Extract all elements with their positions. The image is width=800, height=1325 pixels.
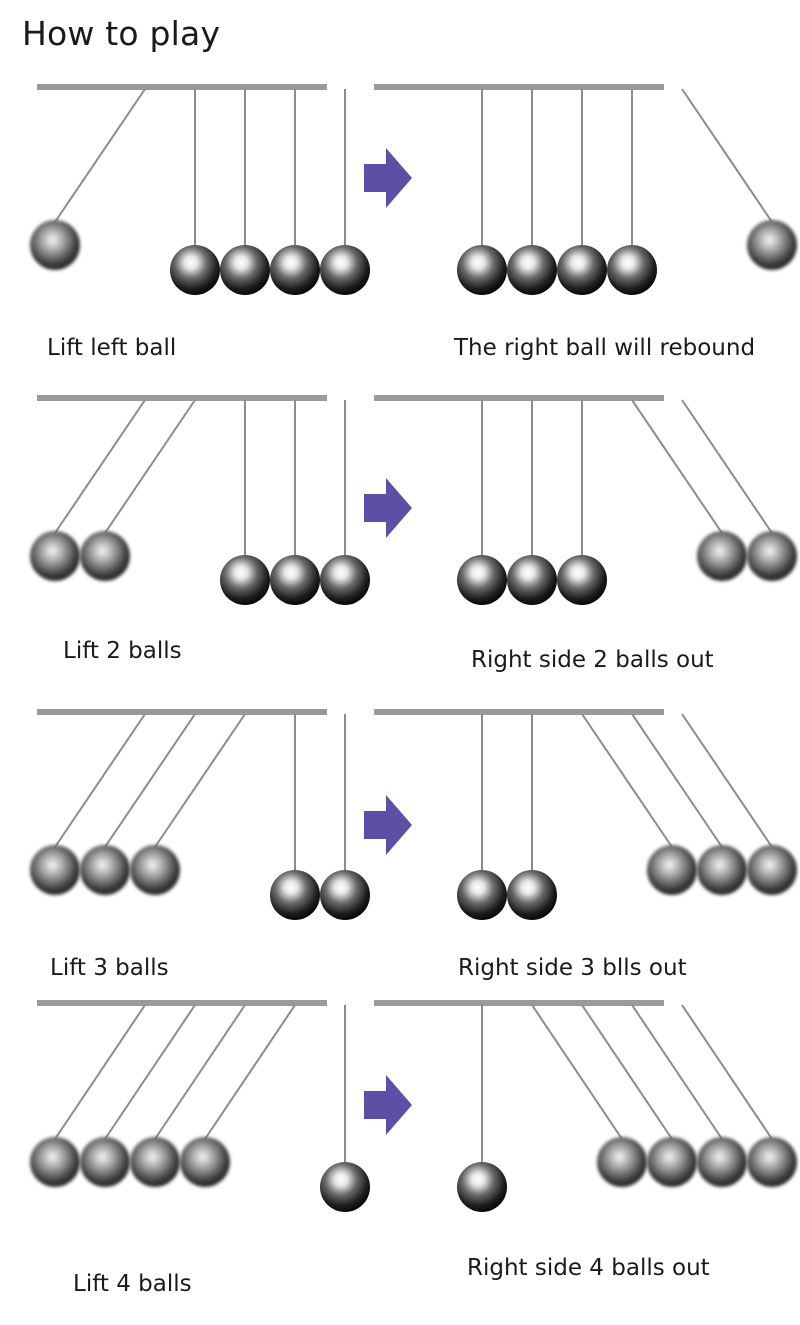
pendulum-string xyxy=(54,1004,146,1140)
steel-ball-icon xyxy=(80,531,130,581)
steel-ball-icon xyxy=(557,245,607,295)
pendulum-string xyxy=(531,1004,623,1140)
steel-ball-icon xyxy=(320,870,370,920)
pendulum-string xyxy=(681,713,773,848)
steel-ball-icon xyxy=(507,555,557,605)
after-caption: Right side 2 balls out xyxy=(471,647,714,673)
before-caption: Lift 3 balls xyxy=(50,955,169,981)
before-caption: Lift 2 balls xyxy=(63,638,182,664)
steel-ball-icon xyxy=(457,555,507,605)
steel-ball-icon xyxy=(220,555,270,605)
pendulum-string xyxy=(204,1004,296,1140)
steel-ball-icon xyxy=(30,531,80,581)
steel-ball-icon xyxy=(697,845,747,895)
steel-ball-icon xyxy=(507,245,557,295)
steel-ball-icon xyxy=(747,531,797,581)
after-caption: Right side 4 balls out xyxy=(467,1255,710,1281)
steel-ball-icon xyxy=(747,1137,797,1187)
steel-ball-icon xyxy=(270,245,320,295)
steel-ball-icon xyxy=(270,555,320,605)
pendulum-string xyxy=(631,1004,723,1140)
steel-ball-icon xyxy=(697,1137,747,1187)
steel-ball-icon xyxy=(607,245,657,295)
steel-ball-icon xyxy=(220,245,270,295)
pendulum-string xyxy=(581,713,673,848)
arrow-right-icon xyxy=(364,478,412,538)
steel-ball-icon xyxy=(747,845,797,895)
steel-ball-icon xyxy=(320,555,370,605)
pendulum-string xyxy=(54,88,146,223)
steel-ball-icon xyxy=(80,1137,130,1187)
pendulum-string xyxy=(54,713,146,848)
pendulum-string xyxy=(104,1004,196,1140)
pendulum-string xyxy=(154,1004,246,1140)
steel-ball-icon xyxy=(320,1162,370,1212)
steel-ball-icon xyxy=(180,1137,230,1187)
pendulum-string xyxy=(54,399,146,534)
before-caption: Lift 4 balls xyxy=(73,1271,192,1297)
steel-ball-icon xyxy=(320,245,370,295)
pendulum-string xyxy=(631,399,723,534)
steel-ball-icon xyxy=(130,845,180,895)
steel-ball-icon xyxy=(80,845,130,895)
steel-ball-icon xyxy=(597,1137,647,1187)
steel-ball-icon xyxy=(747,220,797,270)
pendulum-string xyxy=(681,88,773,223)
steel-ball-icon xyxy=(697,531,747,581)
steel-ball-icon xyxy=(457,245,507,295)
pendulum-string xyxy=(681,399,773,534)
steel-ball-icon xyxy=(130,1137,180,1187)
after-caption: Right side 3 blls out xyxy=(458,955,687,981)
steel-ball-icon xyxy=(557,555,607,605)
pendulum-string xyxy=(104,713,196,848)
steel-ball-icon xyxy=(457,870,507,920)
arrow-right-icon xyxy=(364,1075,412,1135)
pendulum-string xyxy=(681,1004,773,1140)
pendulum-string xyxy=(104,399,196,534)
steel-ball-icon xyxy=(30,845,80,895)
steel-ball-icon xyxy=(270,870,320,920)
steel-ball-icon xyxy=(647,1137,697,1187)
pendulum-string xyxy=(631,713,723,848)
steel-ball-icon xyxy=(30,220,80,270)
page-title: How to play xyxy=(22,14,221,53)
pendulum-string xyxy=(581,1004,673,1140)
before-caption: Lift left ball xyxy=(47,335,177,361)
steel-ball-icon xyxy=(170,245,220,295)
pendulum-string xyxy=(154,713,246,848)
steel-ball-icon xyxy=(457,1162,507,1212)
steel-ball-icon xyxy=(507,870,557,920)
steel-ball-icon xyxy=(30,1137,80,1187)
arrow-right-icon xyxy=(364,148,412,208)
after-caption: The right ball will rebound xyxy=(454,335,756,361)
arrow-right-icon xyxy=(364,795,412,855)
steel-ball-icon xyxy=(647,845,697,895)
